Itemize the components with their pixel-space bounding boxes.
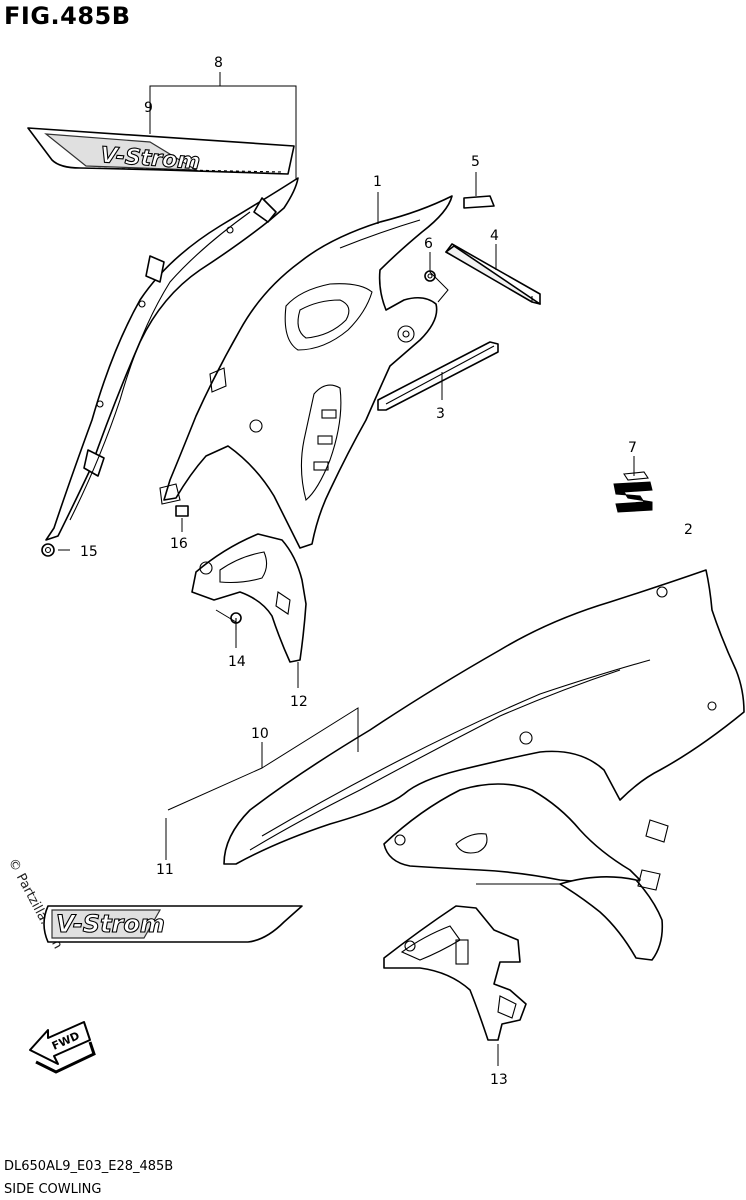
callout-5: 5 (471, 154, 480, 170)
callout-7: 7 (628, 440, 637, 456)
callout-15: 15 (80, 544, 98, 560)
part-3-foam-strip[interactable] (377, 341, 499, 411)
callout-10: 10 (251, 726, 269, 742)
callout-1: 1 (373, 174, 382, 190)
decal-lower-v-strom[interactable]: V-Strom (43, 905, 303, 943)
part-5-pad[interactable] (463, 195, 495, 209)
callout-14: 14 (228, 654, 246, 670)
callout-3: 3 (436, 406, 445, 422)
fwd-direction-arrow: FWD (29, 1021, 96, 1074)
part-4-foam-strip[interactable] (445, 243, 541, 305)
part-2-side-cowling[interactable] (223, 569, 745, 961)
part-15-nut[interactable] (41, 543, 55, 557)
decal-upper-v-strom[interactable]: V-Strom (27, 127, 295, 175)
callout-11: 11 (156, 862, 174, 878)
callout-2: 2 (684, 522, 693, 538)
callout-9: 9 (144, 100, 153, 116)
leader-lines (58, 72, 635, 1066)
callout-13: 13 (490, 1072, 508, 1088)
decal-lower-logo: V-Strom (56, 910, 165, 938)
figure-code: DL650AL9_E03_E28_485B (4, 1159, 174, 1174)
callout-8: 8 (214, 55, 223, 71)
part-16-clip[interactable] (175, 505, 189, 517)
callout-labels: 8 9 1 5 6 4 3 7 2 15 16 14 12 10 11 13 (80, 55, 693, 1088)
callout-6: 6 (424, 236, 433, 252)
part-12-inner-bracket[interactable] (191, 533, 307, 663)
part-1-frame-cover[interactable] (159, 195, 453, 549)
callout-12: 12 (290, 694, 308, 710)
callout-16: 16 (170, 536, 188, 552)
figure-title: FIG.485B (4, 2, 131, 30)
figure-name: SIDE COWLING (4, 1182, 102, 1197)
callout-4: 4 (490, 228, 499, 244)
part-8-side-trim[interactable] (45, 177, 299, 541)
part-7-emblem[interactable] (613, 471, 653, 513)
part-13-mount-bracket[interactable] (383, 905, 527, 1041)
